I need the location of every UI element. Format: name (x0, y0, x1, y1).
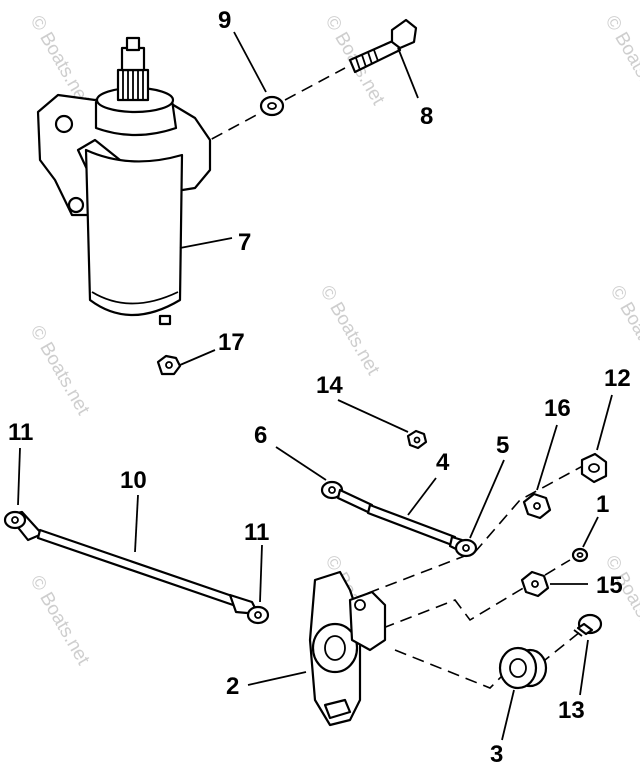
nut-12 (580, 452, 608, 484)
callout-1: 1 (596, 491, 609, 518)
callout-8: 8 (420, 103, 433, 130)
callout-10: 10 (120, 467, 147, 494)
callout-4: 4 (436, 449, 450, 476)
washer-9 (259, 95, 285, 117)
callout-15: 15 (596, 572, 623, 599)
bolt-8 (348, 18, 418, 74)
callout-2: 2 (226, 673, 239, 700)
callout-7: 7 (238, 229, 251, 256)
watermark-8: © Boats.net (601, 552, 640, 649)
callout-14: 14 (316, 372, 343, 399)
nut-15 (520, 570, 550, 598)
callout-12: 12 (604, 365, 631, 392)
leader-lines (17, 31, 613, 741)
callout-3: 3 (490, 741, 503, 768)
watermark-4: © Boats.net (26, 572, 94, 669)
watermark-1: © Boats.net (26, 322, 94, 419)
washer-1 (571, 547, 589, 563)
callout-11-right: 11 (244, 519, 269, 546)
nut-17 (156, 354, 182, 376)
callout-5: 5 (496, 432, 509, 459)
cable-10 (3, 510, 270, 625)
callout-6: 6 (254, 422, 267, 449)
starter-motor (36, 36, 212, 326)
callout-numbers: 9 8 7 17 11 10 11 14 6 4 5 16 12 1 15 2 … (8, 7, 631, 768)
callout-17: 17 (218, 329, 245, 356)
bracket-2 (308, 570, 387, 727)
cable-4 (320, 480, 478, 558)
watermark-6: © Boats.net (601, 12, 640, 109)
grommet-3 (498, 646, 548, 690)
nut-16 (522, 492, 552, 520)
nut-14 (406, 429, 428, 450)
watermark-3: © Boats.net (316, 282, 384, 379)
callout-9: 9 (218, 7, 231, 34)
callout-13: 13 (558, 697, 585, 724)
callout-16: 16 (544, 395, 571, 422)
callout-11-left: 11 (8, 419, 33, 446)
assembly-lines (194, 67, 591, 689)
screw-13 (573, 613, 603, 637)
